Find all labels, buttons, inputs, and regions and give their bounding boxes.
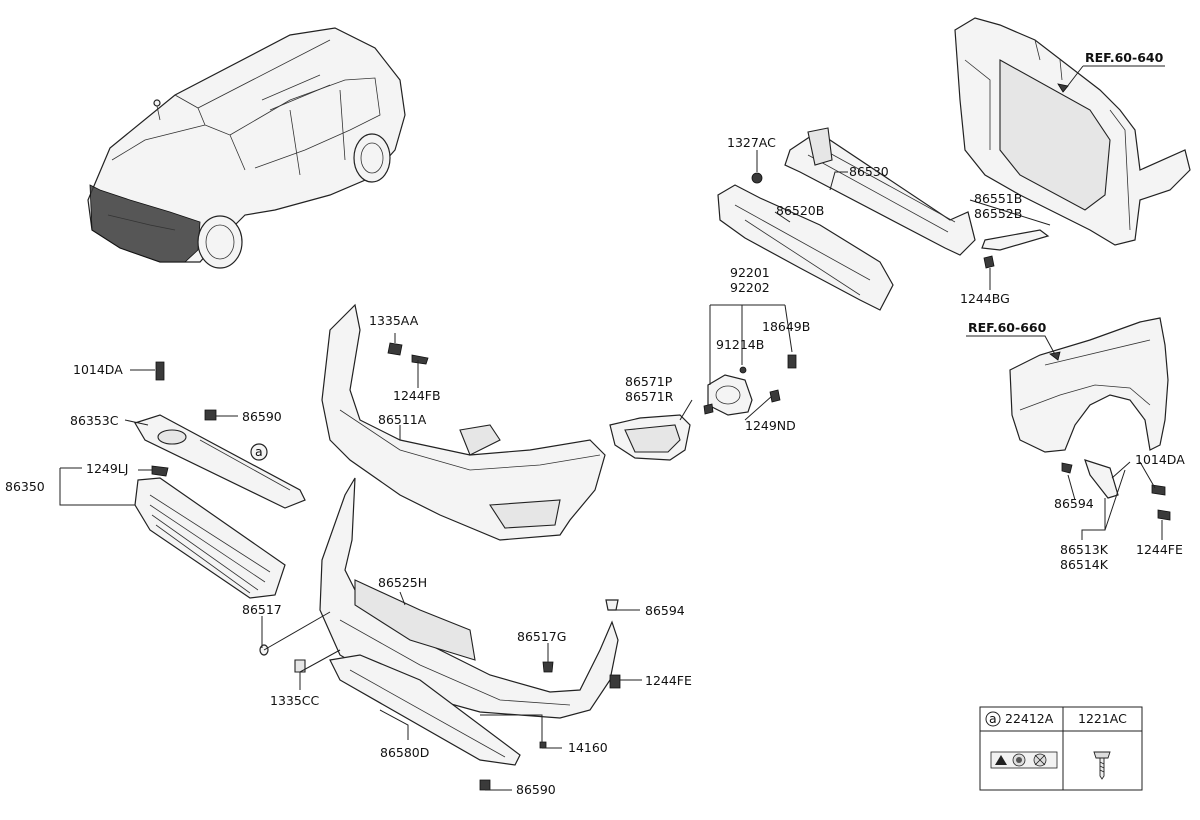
warning-label-icon xyxy=(990,751,1058,769)
label-1335AA: 1335AA xyxy=(369,313,419,328)
label-86580D: 86580D xyxy=(380,745,429,760)
front-bumper-cover-86511A xyxy=(321,303,606,541)
bracket-86513K xyxy=(1084,459,1119,499)
part-labels: 1327AC 86530 86520B 86551B 86552B 1244BG… xyxy=(5,135,1185,797)
label-1014DA-right: 1014DA xyxy=(1135,452,1185,467)
leader-lines xyxy=(59,150,1163,791)
socket-18649B-icon xyxy=(787,354,797,369)
skid-plate-86580D xyxy=(329,654,521,766)
label-86530: 86530 xyxy=(849,164,889,179)
legend-col2-header: 1221AC xyxy=(1078,711,1127,726)
bolt-1244FE-right-icon xyxy=(1157,509,1171,521)
label-86552B: 86552B xyxy=(974,206,1022,221)
clip-86594-center-icon xyxy=(605,599,619,611)
label-86594-right: 86594 xyxy=(1054,496,1094,511)
clip-1335CC-icon xyxy=(294,659,306,673)
label-1249ND: 1249ND xyxy=(745,418,796,433)
energy-absorber-86520B xyxy=(717,184,894,311)
screw-1221AC-icon xyxy=(1093,751,1111,780)
label-14160: 14160 xyxy=(568,740,608,755)
fog-lamp-92201 xyxy=(707,374,753,416)
pin-14160-icon xyxy=(539,741,547,749)
radiator-support-assembly xyxy=(954,17,1191,246)
screw-1244FB-icon xyxy=(411,354,429,365)
fog-lamp-bezel-86571P xyxy=(609,414,691,461)
bumper-beam-86530 xyxy=(784,127,976,256)
ref-radiator-support-label: REF.60-640 xyxy=(1085,50,1164,65)
legend-table: a 22412A 1221AC xyxy=(979,706,1143,791)
label-1244FB: 1244FB xyxy=(393,388,441,403)
label-1244BG: 1244BG xyxy=(960,291,1010,306)
clip-1335AA-icon xyxy=(387,342,403,356)
label-86571R: 86571R xyxy=(625,389,674,404)
label-86525H: 86525H xyxy=(378,575,427,590)
bracket-86551B xyxy=(981,229,1050,251)
label-1244FE-right: 1244FE xyxy=(1136,542,1183,557)
nut-1327AC-icon xyxy=(751,172,763,184)
label-86517G: 86517G xyxy=(517,629,566,644)
label-86590-bottom: 86590 xyxy=(516,782,556,797)
clip-86590-bottom-icon xyxy=(479,779,491,791)
label-91214B: 91214B xyxy=(716,337,764,352)
label-86520B: 86520B xyxy=(776,203,824,218)
grille-panel-86353C xyxy=(134,414,306,509)
screw-1249ND-icon xyxy=(769,389,781,403)
clip-fog-lamp-icon xyxy=(703,403,714,415)
ref-fender-label: REF.60-660 xyxy=(968,320,1047,335)
screw-1249LJ-icon xyxy=(151,465,169,477)
label-86590-top: 86590 xyxy=(242,409,282,424)
label-86513K: 86513K xyxy=(1060,542,1109,557)
callout-a-text: a xyxy=(255,444,263,459)
clip-86590-top-icon xyxy=(204,409,217,421)
legend-col1-marker: a xyxy=(989,711,997,726)
front-fender xyxy=(1009,317,1169,453)
label-86571P: 86571P xyxy=(625,374,673,389)
vehicle-illustration xyxy=(87,27,406,269)
label-1249LJ: 1249LJ xyxy=(86,461,128,476)
label-86514K: 86514K xyxy=(1060,557,1109,572)
bolt-1244FE-center-icon xyxy=(609,674,621,689)
callout-a-marker xyxy=(250,443,268,461)
clip-86594-right-icon xyxy=(1061,462,1073,474)
label-92202: 92202 xyxy=(730,280,770,295)
label-86353C: 86353C xyxy=(70,413,119,428)
label-86594-center: 86594 xyxy=(645,603,685,618)
label-86517: 86517 xyxy=(242,602,282,617)
radiator-grille-86350 xyxy=(134,477,286,599)
label-86551B: 86551B xyxy=(974,191,1022,206)
legend-col1-header: 22412A xyxy=(1005,711,1054,726)
bolt-1014DA-left-icon xyxy=(155,361,165,381)
label-86511A: 86511A xyxy=(378,412,427,427)
label-92201: 92201 xyxy=(730,265,770,280)
label-86350: 86350 xyxy=(5,479,45,494)
screw-91214B-icon xyxy=(739,366,747,374)
label-1335CC: 1335CC xyxy=(270,693,320,708)
label-1244FE-center: 1244FE xyxy=(645,673,692,688)
bolt-1244BG-icon xyxy=(983,255,995,269)
clip-86517G-icon xyxy=(542,661,554,673)
label-18649B: 18649B xyxy=(762,319,810,334)
label-1327AC: 1327AC xyxy=(727,135,776,150)
label-1014DA-left: 1014DA xyxy=(73,362,123,377)
